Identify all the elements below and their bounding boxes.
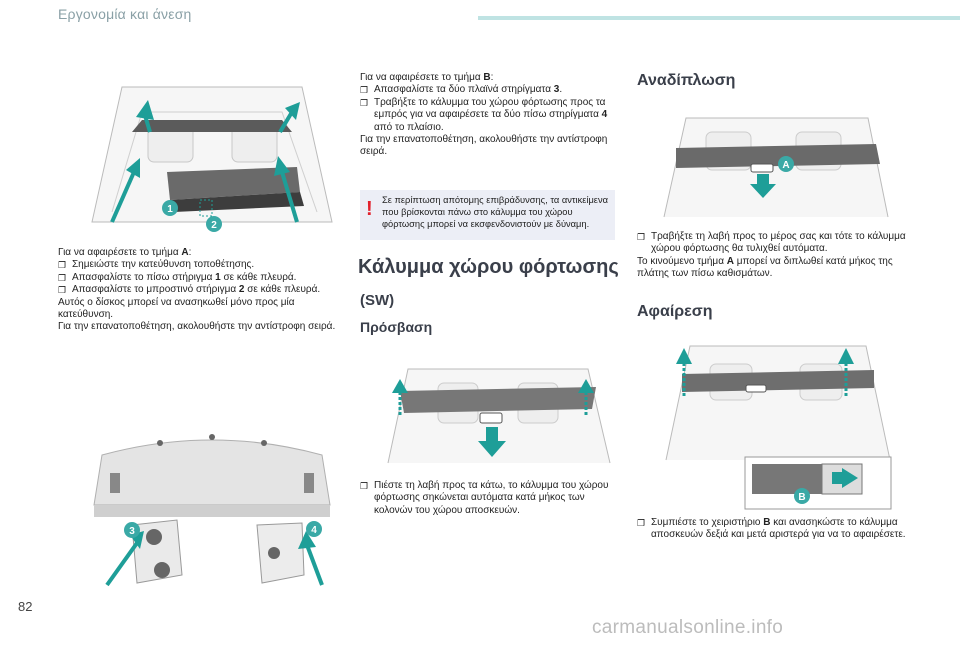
warning-text: Σε περίπτωση απότομης επιβράδυνσης, τα α…: [382, 195, 608, 229]
section-heading: Πρόσβαση: [360, 319, 433, 335]
header-bar: [478, 16, 960, 20]
folding-instructions: ❐Τραβήξτε τη λαβή προς το μέρος σας και …: [637, 231, 906, 280]
list-item: ❐Απασφαλίστε τα δύο πλαϊνά στηρίγματα 3.: [360, 84, 563, 96]
chapter-heading: Κάλυμμα χώρου φόρτωσης: [358, 256, 619, 278]
label-1: 1: [167, 204, 173, 215]
label-2: 2: [211, 220, 217, 231]
list-item: ❐Σημειώστε την κατεύθυνση τοποθέτησης.: [58, 259, 255, 271]
illustration-cover-folding: A: [663, 117, 889, 218]
list-item: ❐Πιέστε τη λαβή προς τα κάτω, το κάλυμμα…: [360, 480, 609, 516]
list-item: ❐Τραβήξτε το κάλυμμα του χώρου φόρτωσης …: [360, 96, 608, 133]
list-item: ❐Τραβήξτε τη λαβή προς το μέρος σας και …: [637, 231, 906, 255]
illustration-shelf-removal: 1 2: [91, 86, 333, 232]
page-number: 82: [18, 599, 33, 614]
illustration-cover-removal: B: [665, 345, 892, 510]
label-3: 3: [129, 526, 135, 537]
label-a: A: [782, 160, 789, 171]
label-b: B: [798, 492, 805, 503]
warning-box: ! Σε περίπτωση απότομης επιβράδυνσης, τα…: [360, 190, 615, 240]
watermark: carmanualsonline.info: [592, 617, 784, 638]
removal-instructions: ❐Συμπιέστε το χειριστήριο B και ανασηκώσ…: [637, 517, 907, 542]
list-item: ❐Συμπιέστε το χειριστήριο B και ανασηκώσ…: [637, 517, 906, 541]
illustration-shelf-supports: 3 4: [93, 434, 331, 587]
access-instructions: ❐Πιέστε τη λαβή προς τα κάτω, το κάλυμμα…: [360, 480, 620, 517]
list-item: ❐Απασφαλίστε το μπροστινό στήριγμα 2 σε …: [58, 284, 321, 296]
illustration-cover-access: [387, 368, 611, 464]
warning-icon: !: [366, 198, 373, 220]
middle-instructions: Για να αφαιρέσετε το τμήμα B: ❐Απασφαλίσ…: [360, 72, 620, 159]
list-item: ❐Απασφαλίστε το πίσω στήριγμα 1 σε κάθε …: [58, 271, 297, 283]
left-instructions: Για να αφαιρέσετε το τμήμα A: ❐Σημειώστε…: [58, 247, 343, 334]
section-title: Εργονομία και άνεση: [58, 6, 192, 22]
label-4: 4: [311, 525, 317, 536]
removal-heading: Αφαίρεση: [637, 303, 713, 320]
subheading: (SW): [360, 292, 395, 309]
folding-heading: Αναδίπλωση: [637, 72, 736, 89]
